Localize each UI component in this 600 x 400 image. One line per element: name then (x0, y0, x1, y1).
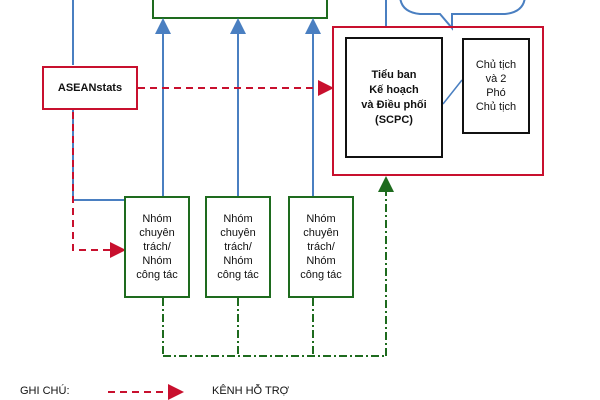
working-group-box-3: Nhóm chuyên trách/ Nhóm công tác (288, 196, 354, 298)
legend-title: GHI CHÚ: (20, 385, 70, 397)
aseanstats-box: ASEANstats (42, 66, 138, 110)
working-group-box-2: Nhóm chuyên trách/ Nhóm công tác (205, 196, 271, 298)
working-group-label: Nhóm chuyên trách/ Nhóm công tác (300, 213, 342, 281)
green-dashdot-connector (162, 176, 394, 357)
aseanstats-label: ASEANstats (57, 81, 123, 94)
top-green-box (152, 0, 328, 19)
red-dashed-arrow-group (72, 112, 126, 258)
legend-support-channel: KÊNH HỖ TRỢ (212, 385, 290, 397)
working-group-label: Nhóm chuyên trách/ Nhóm công tác (217, 213, 259, 281)
scpc-box: Tiểu ban Kế hoạch và Điều phối (SCPC) (345, 37, 443, 158)
scpc-label: Tiểu ban Kế hoạch và Điều phối (SCPC) (361, 68, 427, 126)
working-group-label: Nhóm chuyên trách/ Nhóm công tác (136, 213, 178, 281)
chairs-label: Chủ tịch và 2 Phó Chủ tịch (475, 59, 517, 113)
speech-bubble (399, 0, 526, 31)
scpc-chairs-link (442, 79, 463, 105)
working-group-box-1: Nhóm chuyên trách/ Nhóm công tác (124, 196, 190, 298)
scpc-outer-box (332, 26, 544, 176)
chairs-box: Chủ tịch và 2 Phó Chủ tịch (462, 38, 530, 134)
